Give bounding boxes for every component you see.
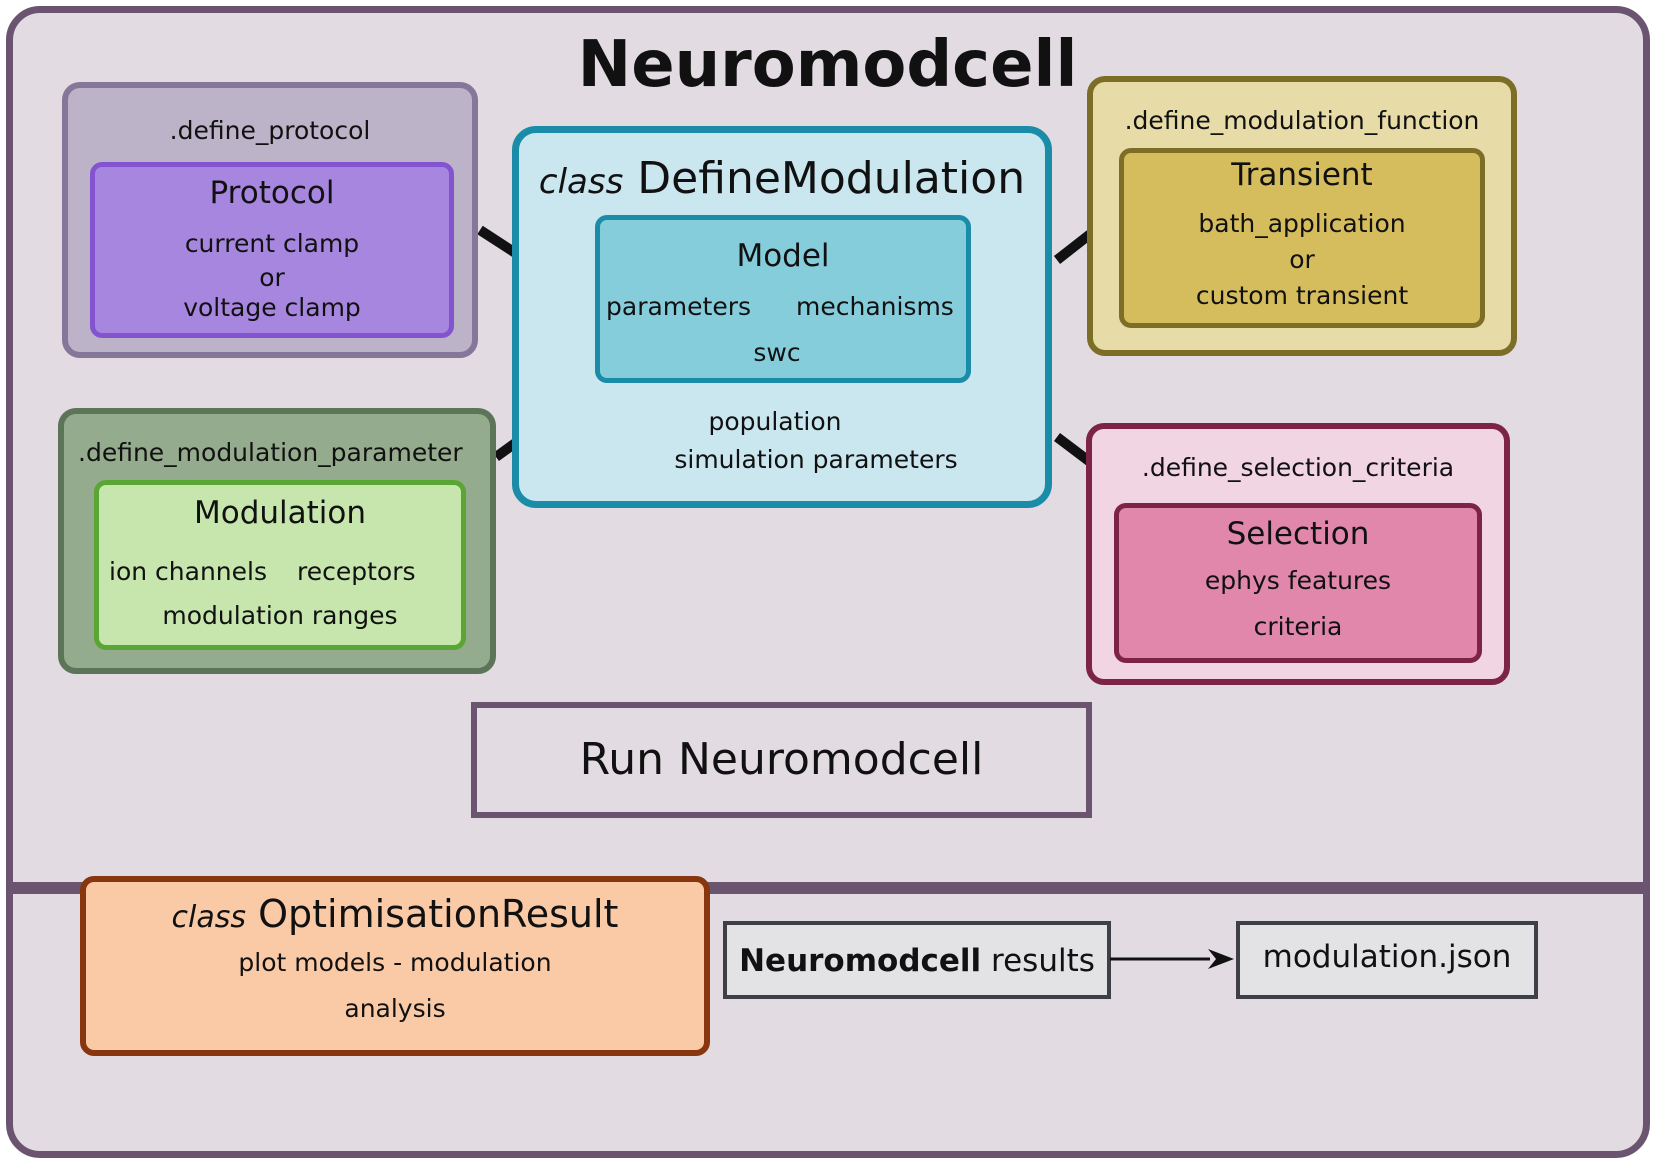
modulation-box: Modulation ion channels receptors modula… [94,480,466,650]
transient-method-label: .define_modulation_function [1124,106,1480,135]
output-file-box: modulation.json [1236,921,1538,999]
transient-line: or [1289,245,1315,274]
protocol-box: Protocol current clamp or voltage clamp [90,162,454,338]
arrow-icon [1110,949,1234,969]
protocol-group: .define_protocol Protocol current clamp … [62,82,478,358]
model-box: Model parameters mechanisms swc [595,215,971,383]
diagram-title: Neuromodcell [577,28,1078,102]
selection-line: ephys features [1204,566,1392,595]
results-label: Neuromodcell results [727,943,1107,979]
selection-line: criteria [1253,612,1343,641]
transient-line: custom transient [1195,281,1409,310]
protocol-line: or [259,263,285,292]
protocol-line: voltage clamp [183,293,361,322]
results-box: Neuromodcell results [723,921,1111,999]
transient-box: Transient bath_application or custom tra… [1119,148,1485,328]
run-neuromodcell-button[interactable]: Run Neuromodcell [471,702,1092,818]
transient-line: bath_application [1198,209,1406,238]
class-keyword: class [538,162,624,202]
results-bold: Neuromodcell [739,943,982,979]
optimisation-line: plot models - modulation [238,948,552,977]
model-heading: Model [736,238,830,274]
protocol-line: current clamp [184,229,360,258]
modulation-method-label: .define_modulation_parameter [78,438,463,467]
modulation-ranges: modulation ranges [162,601,398,630]
run-label: Run Neuromodcell [579,734,984,785]
modulation-heading: Modulation [193,495,367,531]
define-modulation-class-box: class DefineModulation Model parameters … [512,126,1052,508]
define-modulation-line: population [708,407,842,436]
modulation-item: ion channels [109,557,267,586]
class-name: DefineModulation [637,153,1026,204]
selection-heading: Selection [1226,516,1370,552]
model-swc: swc [753,338,801,367]
modulation-function-group: .define_modulation_function Transient ba… [1087,76,1517,356]
define-modulation-line: simulation parameters [674,445,958,474]
optimisation-line: analysis [344,994,446,1023]
modulation-item: receptors [297,557,416,586]
transient-heading: Transient [1231,157,1373,193]
optimisation-result-class-box: class OptimisationResult plot models - m… [80,876,710,1056]
selection-box: Selection ephys features criteria [1114,503,1482,663]
model-item: mechanisms [796,292,954,321]
define-modulation-class-title: class DefineModulation [519,153,1045,204]
results-rest: results [981,943,1095,979]
protocol-method-label: .define_protocol [169,116,371,145]
class-keyword: class [171,900,247,935]
selection-method-label: .define_selection_criteria [1141,453,1455,482]
protocol-heading: Protocol [209,175,335,211]
modulation-parameter-group: .define_modulation_parameter Modulation … [58,408,496,674]
model-item: parameters [606,292,752,321]
class-name: OptimisationResult [258,892,619,936]
output-file-name: modulation.json [1262,939,1512,975]
optimisation-class-title: class OptimisationResult [86,892,704,936]
selection-criteria-group: .define_selection_criteria Selection eph… [1086,423,1510,685]
